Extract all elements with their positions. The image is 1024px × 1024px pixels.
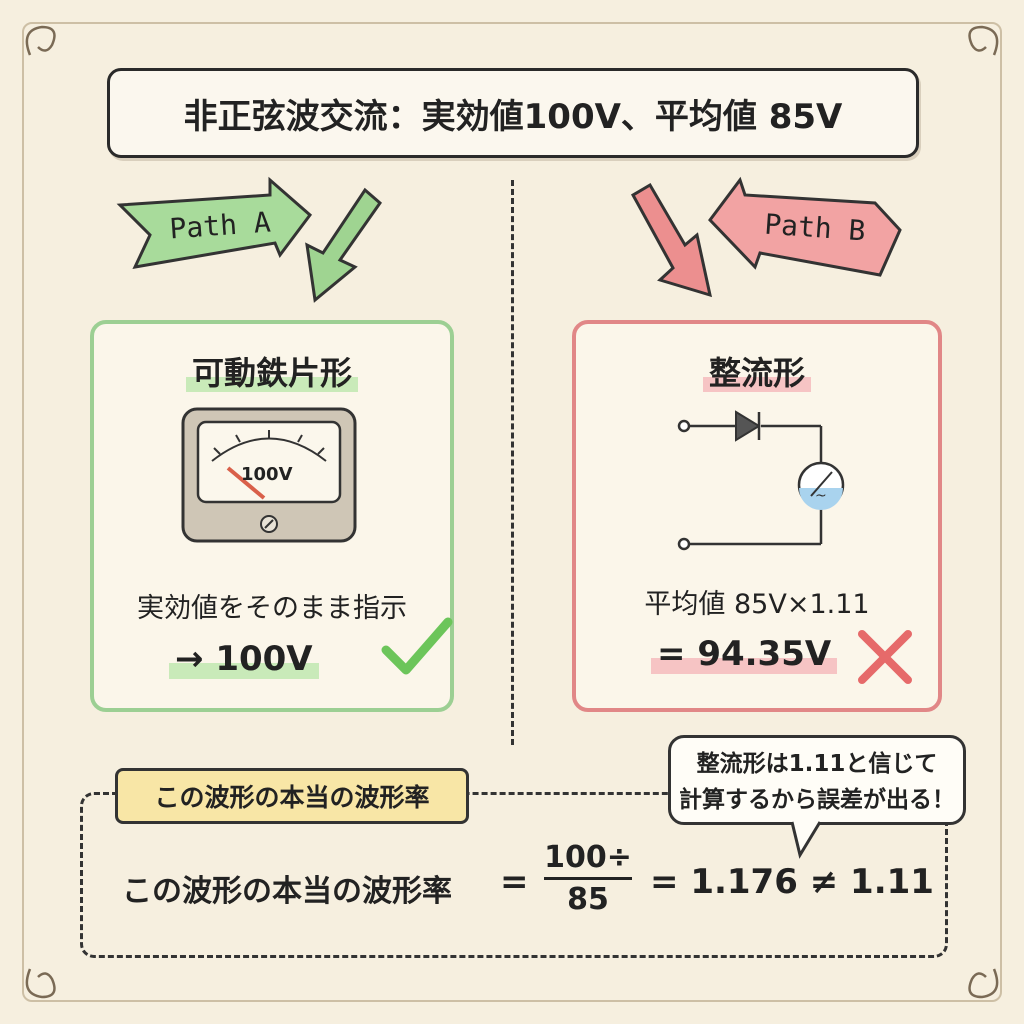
- formula-equals: =: [500, 862, 529, 902]
- path-b-card: 整流形 ~ 平均値 85V×1.11 = 94.35V: [572, 320, 942, 712]
- title-box: 非正弦波交流：実効値100V、平均値 85V: [107, 68, 919, 158]
- fraction-denominator: 85: [567, 882, 609, 917]
- speech-bubble: 整流形は1.11と信じて 計算するから誤差が出る！: [668, 735, 966, 825]
- fraction: 100÷ 85: [538, 840, 638, 917]
- analog-meter-icon: [181, 407, 357, 543]
- rectifier-circuit-diagram: ~: [677, 410, 845, 551]
- dashed-divider: [511, 180, 514, 745]
- path-b-label: Path B: [763, 207, 867, 247]
- form-factor-tag: この波形の本当の波形率: [115, 768, 469, 824]
- bubble-line-2: 計算するから誤差が出る！: [679, 787, 955, 813]
- path-a-card-title: 可動鉄片形: [185, 354, 358, 392]
- path-a-description: 実効値をそのまま指示: [137, 593, 407, 624]
- cross-icon: [858, 630, 912, 684]
- path-b-ribbon-shape: [708, 176, 902, 277]
- svg-text:~: ~: [815, 488, 827, 504]
- fraction-bar: [544, 877, 632, 880]
- path-a-result: → 100V: [169, 639, 319, 679]
- path-a-ribbon-shape: [116, 176, 313, 269]
- diode-icon: [735, 410, 761, 442]
- path-a-card: 可動鉄片形 100V 実効値をそのまま指示 → 100V: [90, 320, 454, 712]
- path-b-card-title: 整流形: [702, 354, 811, 392]
- red-arrow-down-icon: [630, 182, 713, 298]
- path-b-result: = 94.35V: [651, 634, 838, 674]
- title-text: 非正弦波交流：実効値100V、平均値 85V: [183, 96, 843, 137]
- form-factor-box: [80, 792, 948, 958]
- check-icon: [381, 617, 453, 675]
- meter-reading: 100V: [241, 464, 293, 485]
- green-arrow-down-icon: [305, 187, 383, 303]
- bubble-line-1: 整流形は1.11と信じて: [696, 751, 938, 777]
- path-b-formula: 平均値 85V×1.11: [644, 589, 870, 620]
- formula-result: = 1.176 ≠ 1.11: [650, 862, 934, 902]
- formula-label: この波形の本当の波形率: [122, 874, 452, 909]
- page-frame: [22, 22, 1002, 1002]
- bubble-tail: [790, 821, 822, 859]
- fraction-numerator: 100÷: [544, 840, 632, 875]
